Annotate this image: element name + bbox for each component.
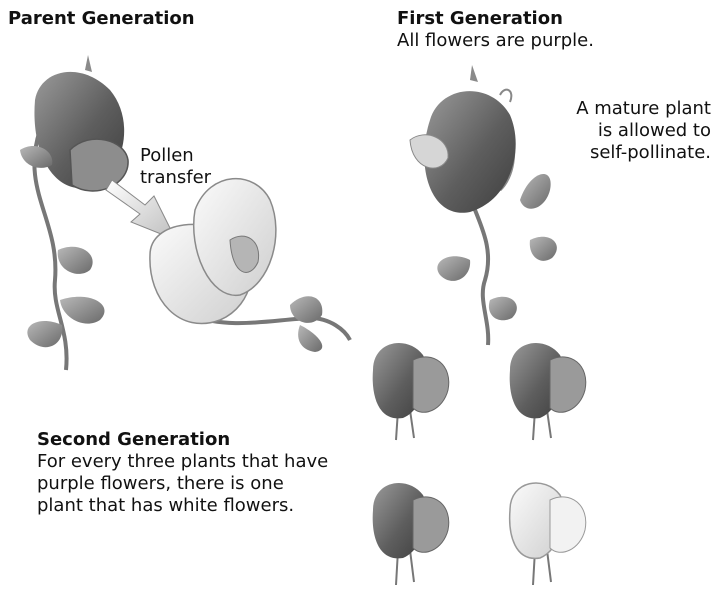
- pollen-label-line: Pollen: [140, 145, 260, 167]
- leaf-icon: [437, 256, 470, 281]
- note-line: is allowed to: [563, 120, 711, 142]
- note-line: self-pollinate.: [563, 142, 711, 164]
- note-line: A mature plant: [563, 98, 711, 120]
- second-generation-text: For every three plants that have purple …: [37, 451, 337, 517]
- flower-purple-2: [510, 343, 586, 440]
- parent-generation-heading: Parent Generation: [8, 8, 195, 30]
- flower-white: [510, 483, 586, 585]
- leaf-icon: [520, 174, 551, 209]
- leaf-icon: [530, 237, 557, 261]
- leaf-icon: [298, 325, 322, 352]
- second-text-line: For every three plants that have: [37, 451, 337, 473]
- second-generation-flowers: [373, 343, 586, 585]
- second-generation-heading: Second Generation: [37, 429, 230, 451]
- pollen-transfer-label: Pollen transfer: [140, 145, 260, 189]
- parent-white-plant: [150, 179, 350, 352]
- leaf-icon: [489, 297, 517, 321]
- leaf-icon: [60, 297, 104, 324]
- flower-purple-3: [373, 483, 449, 585]
- first-generation-text: All flowers are purple.: [397, 30, 594, 52]
- pollen-label-line: transfer: [140, 167, 260, 189]
- leaf-icon: [58, 247, 93, 274]
- second-text-line: purple flowers, there is one: [37, 473, 337, 495]
- flower-purple-1: [373, 343, 449, 440]
- first-generation-plant: [410, 65, 557, 345]
- second-text-line: plant that has white flowers.: [37, 495, 337, 517]
- self-pollinate-note: A mature plant is allowed to self-pollin…: [563, 98, 711, 164]
- parent-purple-plant: [20, 55, 128, 370]
- leaf-icon: [27, 321, 62, 347]
- first-generation-heading: First Generation: [397, 8, 563, 30]
